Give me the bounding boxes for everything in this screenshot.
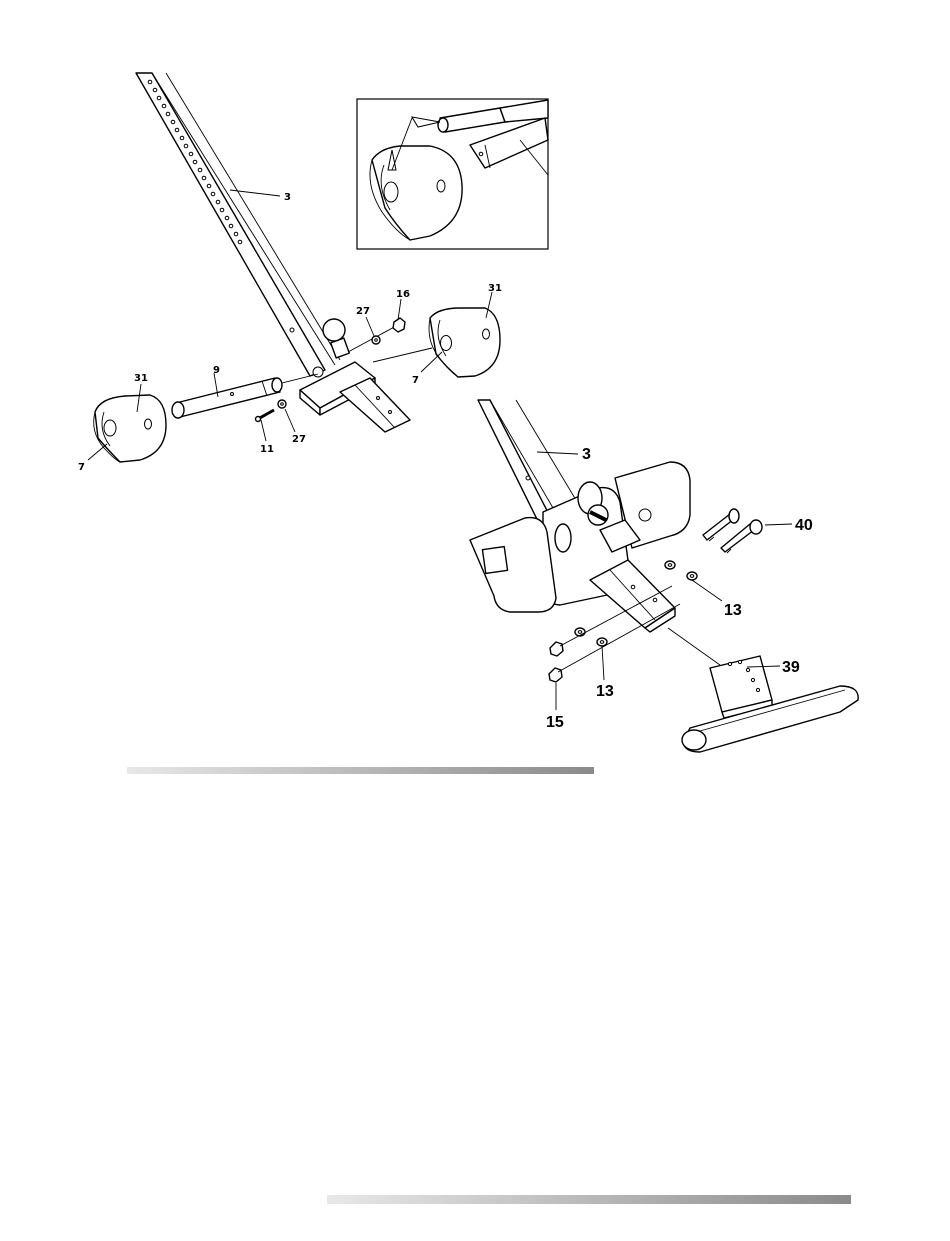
foot-tube <box>590 560 720 665</box>
label-bolt-large: 40 <box>795 517 813 534</box>
foot-bar <box>682 656 858 752</box>
small-bolt <box>256 400 287 422</box>
label-tube-upper: 3 <box>284 192 291 203</box>
label-washer-lower: 27 <box>292 434 306 445</box>
left-end-cap <box>94 395 166 462</box>
detail-inset <box>357 99 548 249</box>
lower-assembly: 3 40 13 13 15 39 <box>470 400 858 752</box>
upright-tube <box>136 73 340 376</box>
label-foot-bar: 39 <box>782 659 800 676</box>
label-cap-left: 31 <box>134 373 148 384</box>
label-washer-bottom: 13 <box>596 683 614 700</box>
pivot-pin <box>172 374 318 418</box>
label-cap-left-hole: 7 <box>78 462 85 473</box>
right-end-cap <box>373 308 500 377</box>
divider-bar-top <box>127 767 594 774</box>
label-cap-right-hole: 7 <box>412 375 419 386</box>
label-tube-lower: 3 <box>582 446 591 463</box>
upper-fasteners <box>348 318 405 352</box>
divider-bar-bottom <box>327 1195 851 1204</box>
label-washer-right: 13 <box>724 602 742 619</box>
label-washer-upper: 27 <box>356 306 370 317</box>
label-pin: 9 <box>213 365 220 376</box>
label-cap-right: 31 <box>488 283 502 294</box>
label-nut-large: 15 <box>546 714 564 731</box>
bolts-large <box>703 509 792 553</box>
label-bolt-small: 11 <box>260 444 274 455</box>
label-nut-small: 16 <box>396 289 410 300</box>
